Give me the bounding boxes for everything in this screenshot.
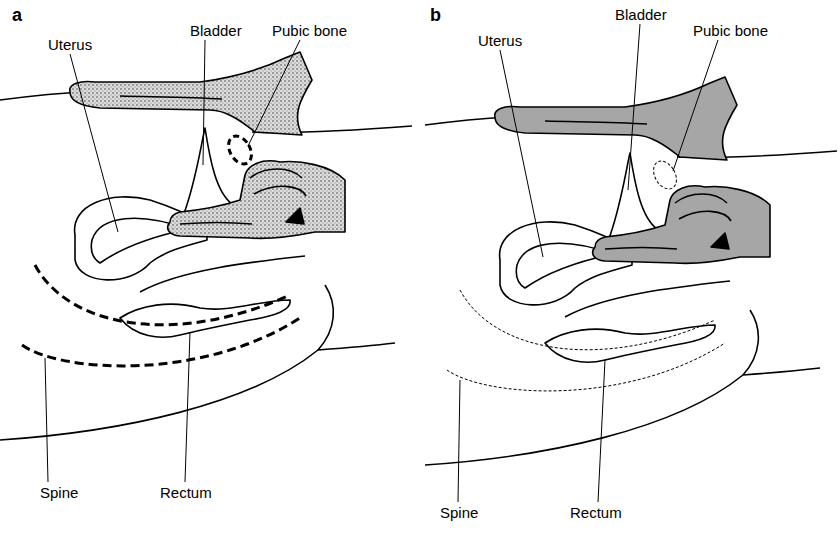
spine-outline [447,290,725,391]
panel-a [0,40,412,482]
spine-outline [22,265,300,366]
leader-lines [458,24,718,502]
anatomy-outline [0,90,412,440]
panel-b [425,24,837,502]
leader-line [500,50,543,257]
leader-line [628,24,640,190]
panel-letter: a [12,6,22,24]
leader-lines [45,40,300,482]
leader-line [70,54,118,232]
examining-hands [70,52,345,238]
part-label: Pubic bone [693,22,768,40]
leader-line [45,358,48,482]
examining-hands [495,77,770,263]
part-label: Spine [440,504,478,522]
part-label: Bladder [615,6,667,24]
leader-line [248,40,300,146]
leader-line [203,40,205,165]
panel-letter: b [430,6,441,24]
leader-line [673,40,718,171]
part-label: Rectum [570,504,622,522]
leader-line [458,380,460,502]
part-label: Spine [40,484,78,502]
anatomy-outline [425,115,837,465]
part-label: Bladder [190,22,242,40]
part-label: Pubic bone [272,22,347,40]
part-label: Uterus [478,32,522,50]
part-label: Uterus [48,36,92,54]
part-label: Rectum [160,484,212,502]
pubic-bone [224,132,256,168]
leader-line [185,332,190,482]
leader-line [598,360,605,502]
